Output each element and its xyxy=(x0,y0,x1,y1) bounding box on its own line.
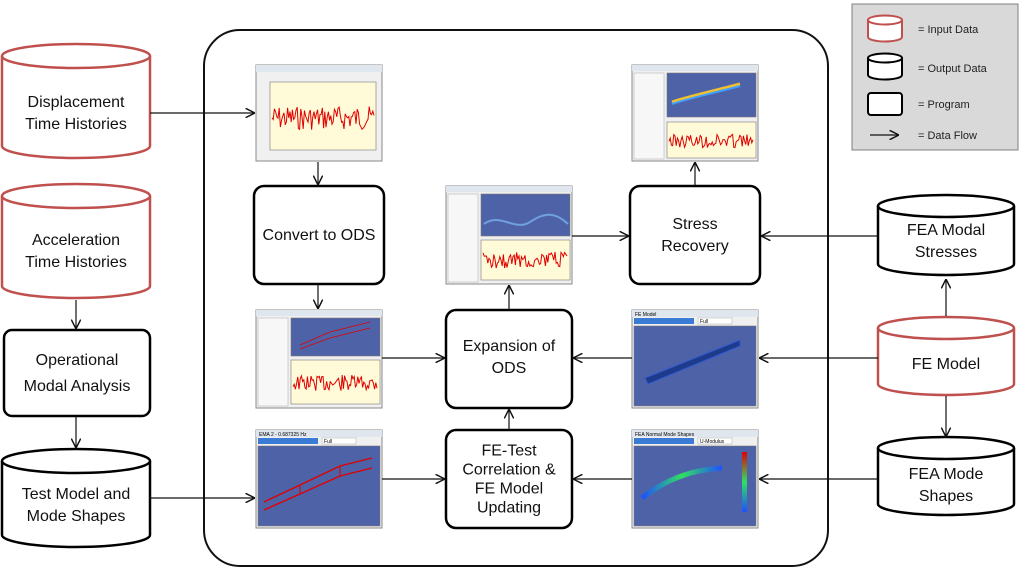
legend-program-box xyxy=(867,92,903,116)
legend: = Input Data = Output Data = Program = D… xyxy=(851,3,1019,151)
correlation-program xyxy=(444,428,574,530)
flow-arrows xyxy=(76,113,946,498)
fea-mode-screenshot-title: FEA Normal Mode Shapes xyxy=(635,432,695,438)
legend-output-cylinder xyxy=(867,52,903,81)
expansion-program xyxy=(444,308,574,410)
legend-output-label: = Output Data xyxy=(918,63,988,75)
fea-modes-cylinder xyxy=(876,435,1016,517)
acceleration-cylinder xyxy=(0,182,152,300)
ema-screenshot: EMA 2 - 0.687325 Hz Full xyxy=(255,429,383,529)
fe-model-screenshot-field: Full xyxy=(700,319,708,325)
fea-mode-screenshot-field: U-Modulus xyxy=(700,439,725,445)
fe-model-label: FE Model xyxy=(912,356,980,373)
fea-mode-screenshot: FEA Normal Mode Shapes U-Modulus xyxy=(631,429,759,529)
expansion-screenshot xyxy=(445,185,573,285)
test-model-cylinder xyxy=(0,447,152,549)
process-region xyxy=(203,29,829,567)
stress-program xyxy=(628,184,762,286)
ema-screenshot-title: EMA 2 - 0.687325 Hz xyxy=(259,432,307,438)
stress-screenshot xyxy=(631,64,759,162)
ema-screenshot-field: Full xyxy=(324,439,332,445)
legend-input-label: = Input Data xyxy=(918,24,979,36)
legend-program-label: = Program xyxy=(918,99,970,111)
time-history-screenshot xyxy=(255,64,383,162)
fe-model-cylinder xyxy=(876,315,1016,397)
fe-model-screenshot-title: FE Model xyxy=(635,312,656,318)
convert-program xyxy=(252,184,386,286)
fe-model-screenshot: FE Model Full xyxy=(631,309,759,409)
legend-flow-label: = Data Flow xyxy=(918,130,977,142)
displacement-cylinder xyxy=(0,42,152,160)
legend-input-cylinder xyxy=(867,14,903,43)
fea-stresses-cylinder xyxy=(876,193,1016,277)
ods-screenshot xyxy=(255,309,383,409)
convert-label: Convert to ODS xyxy=(263,227,376,244)
oma-program xyxy=(2,328,152,418)
